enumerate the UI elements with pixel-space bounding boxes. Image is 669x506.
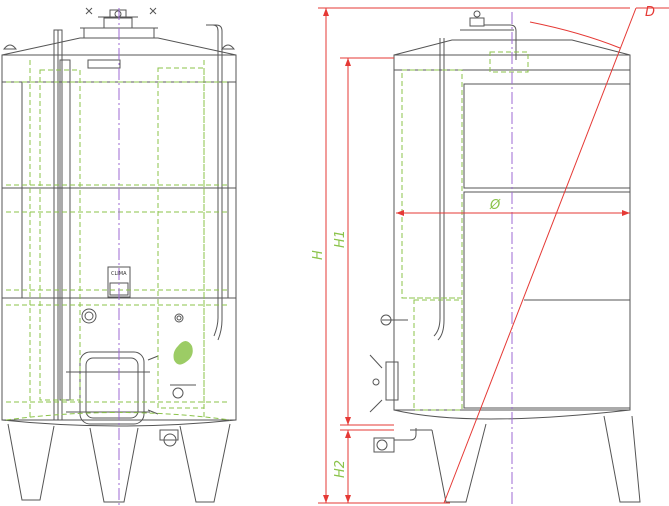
front-leg-3 <box>179 423 231 503</box>
front-bottom <box>1 419 237 427</box>
side-leg-1 <box>431 423 487 503</box>
side-bottom <box>393 409 631 420</box>
label-height-total: H <box>311 250 326 260</box>
front-manway-door <box>66 351 159 425</box>
drain-valve-front <box>159 384 196 447</box>
side-view <box>369 10 641 503</box>
label-height-legs: H2 <box>333 460 348 478</box>
front-leg-2 <box>89 427 139 503</box>
site-glass <box>173 341 193 365</box>
label-diameter: Ø <box>489 198 501 213</box>
jacket-panel-upper <box>1 81 23 189</box>
dimension-lines <box>318 7 669 504</box>
label-diameter-top: D <box>645 5 655 20</box>
lifting-lug-right <box>220 44 236 50</box>
thermometer-dial <box>81 308 97 324</box>
side-top-manway <box>452 10 520 41</box>
level-gauge <box>53 29 71 421</box>
side-leg-2 <box>603 415 641 503</box>
cooling-pipe-side <box>433 24 517 341</box>
cooling-pipe-front <box>206 24 223 341</box>
dimension-arrows <box>323 8 630 503</box>
side-valves <box>369 314 417 453</box>
lifting-lug-left <box>2 44 18 50</box>
jacket-panel-lower <box>1 187 23 299</box>
front-leg-1 <box>7 423 55 501</box>
side-hidden-lines <box>401 51 529 411</box>
nameplate-text: CLIMA <box>111 271 127 277</box>
front-hidden-lines <box>5 60 231 421</box>
side-jacket-upper <box>463 83 631 189</box>
label-height-body: H1 <box>333 230 348 248</box>
